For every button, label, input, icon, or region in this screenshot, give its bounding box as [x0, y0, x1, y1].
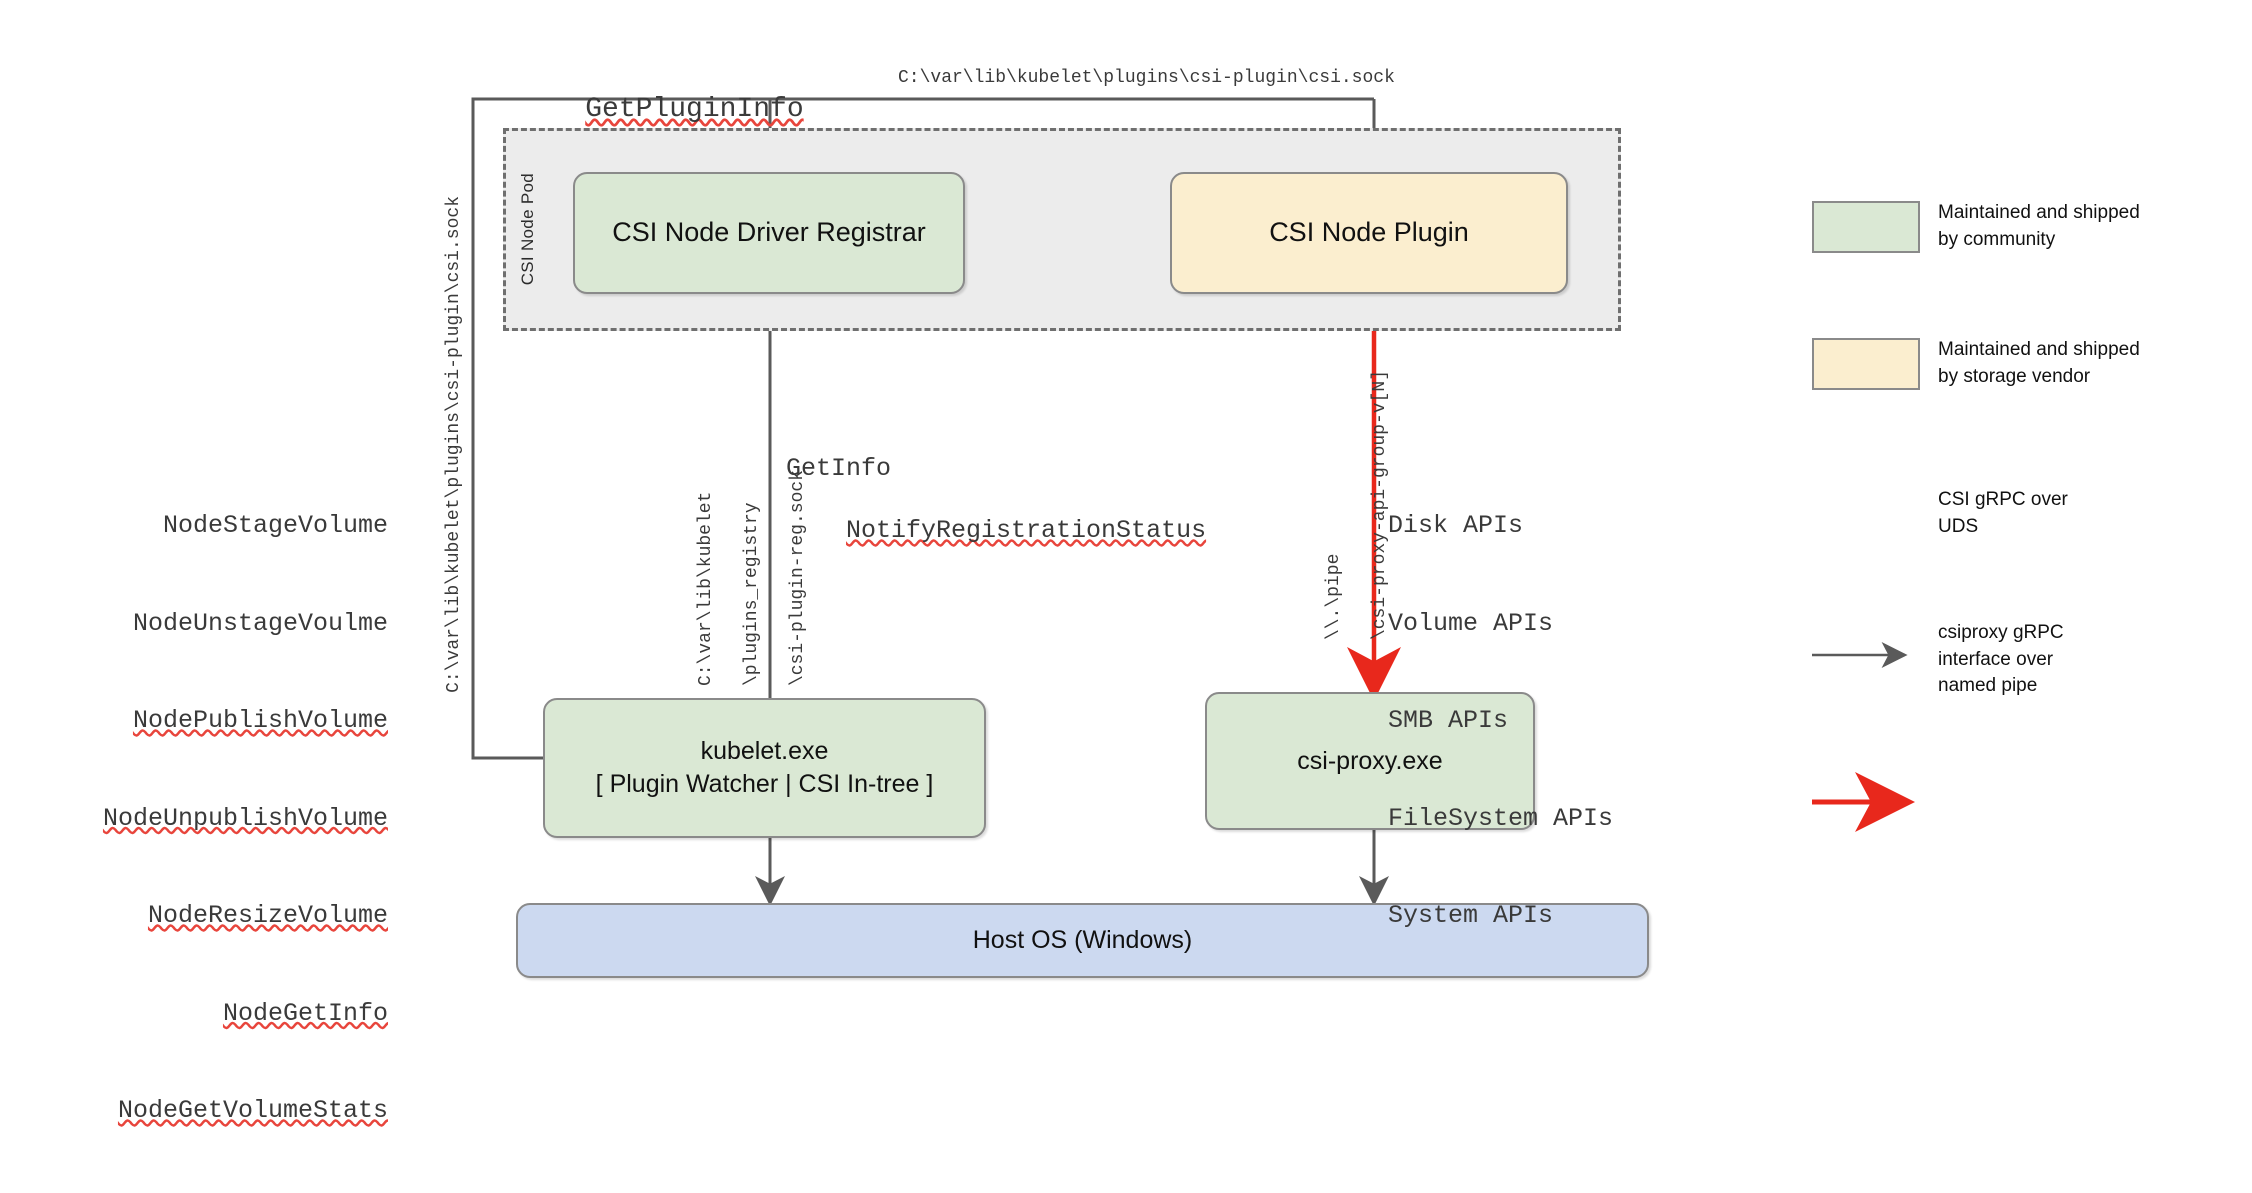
label-get-info: GetInfo [786, 454, 892, 483]
api-item: SMB APIs [1388, 706, 1509, 735]
api-item: NodeGetInfo [222, 998, 388, 1028]
label-csi-sock-path-top: C:\var\lib\kubelet\plugins\csi-plugin\cs… [898, 68, 1395, 88]
api-item: FileSystem APIs [1388, 803, 1614, 833]
api-item: Volume APIs [1388, 608, 1554, 638]
node-host-os[interactable]: Host OS (Windows) [516, 903, 1649, 978]
api-item: NodeResizeVolume [147, 901, 388, 930]
node-label: CSI Node Driver Registrar [612, 217, 926, 248]
label-csi-sock-path-vertical: C:\var\lib\kubelet\plugins\csi-plugin\cs… [444, 196, 464, 693]
node-service-api-list: NodeStageVolume NodeUnstageVoulme NodePu… [28, 445, 388, 1193]
api-item: System APIs [1388, 901, 1554, 930]
label-notify-registration-status: NotifyRegistrationStatus [846, 516, 1207, 545]
api-item: NodeUnstageVoulme [132, 608, 388, 638]
node-csi-proxy-exe[interactable]: csi-proxy.exe [1205, 692, 1535, 830]
legend-text-csi-grpc-uds: CSI gRPC over UDS [1938, 489, 2068, 537]
label-get-plugin-info: GetPluginInfo [585, 94, 804, 125]
legend-text-community: Maintained and shipped by community [1938, 202, 2140, 250]
api-item: Disk APIs [1388, 511, 1524, 540]
legend-text-storage-vendor: Maintained and shipped by storage vendor [1938, 339, 2140, 387]
node-csi-node-plugin[interactable]: CSI Node Plugin [1170, 172, 1568, 294]
node-kubelet-exe[interactable]: kubelet.exe [ Plugin Watcher | CSI In-tr… [543, 698, 986, 838]
api-item: NodeStageVolume [162, 511, 388, 540]
api-item: NodePublishVolume [132, 706, 388, 735]
legend-swatch-community [1812, 201, 1920, 253]
api-item: NodeGetVolumeStats [117, 1096, 388, 1125]
node-label: Host OS (Windows) [972, 926, 1193, 954]
csi-proxy-api-list: Disk APIs Volume APIs SMB APIs FileSyste… [1388, 445, 1718, 998]
legend-swatch-storage-vendor [1812, 338, 1920, 390]
node-label-primary: kubelet.exe [700, 737, 829, 765]
diagram-canvas: CSI Node Pod CSI Node Driver Registrar C… [103, 68, 2140, 1125]
csi-node-pod-label: CSI Node Pod [518, 173, 537, 286]
node-label: CSI Node Plugin [1269, 217, 1469, 248]
node-csi-node-driver-registrar[interactable]: CSI Node Driver Registrar [573, 172, 965, 294]
legend-text-csiproxy-named-pipe: csiproxy gRPC interface over named pipe [1938, 622, 2064, 697]
node-label-secondary: [ Plugin Watcher | CSI In-tree ] [595, 770, 934, 798]
api-item: NodeUnpublishVolume [102, 803, 388, 833]
node-label: csi-proxy.exe [1297, 746, 1443, 775]
